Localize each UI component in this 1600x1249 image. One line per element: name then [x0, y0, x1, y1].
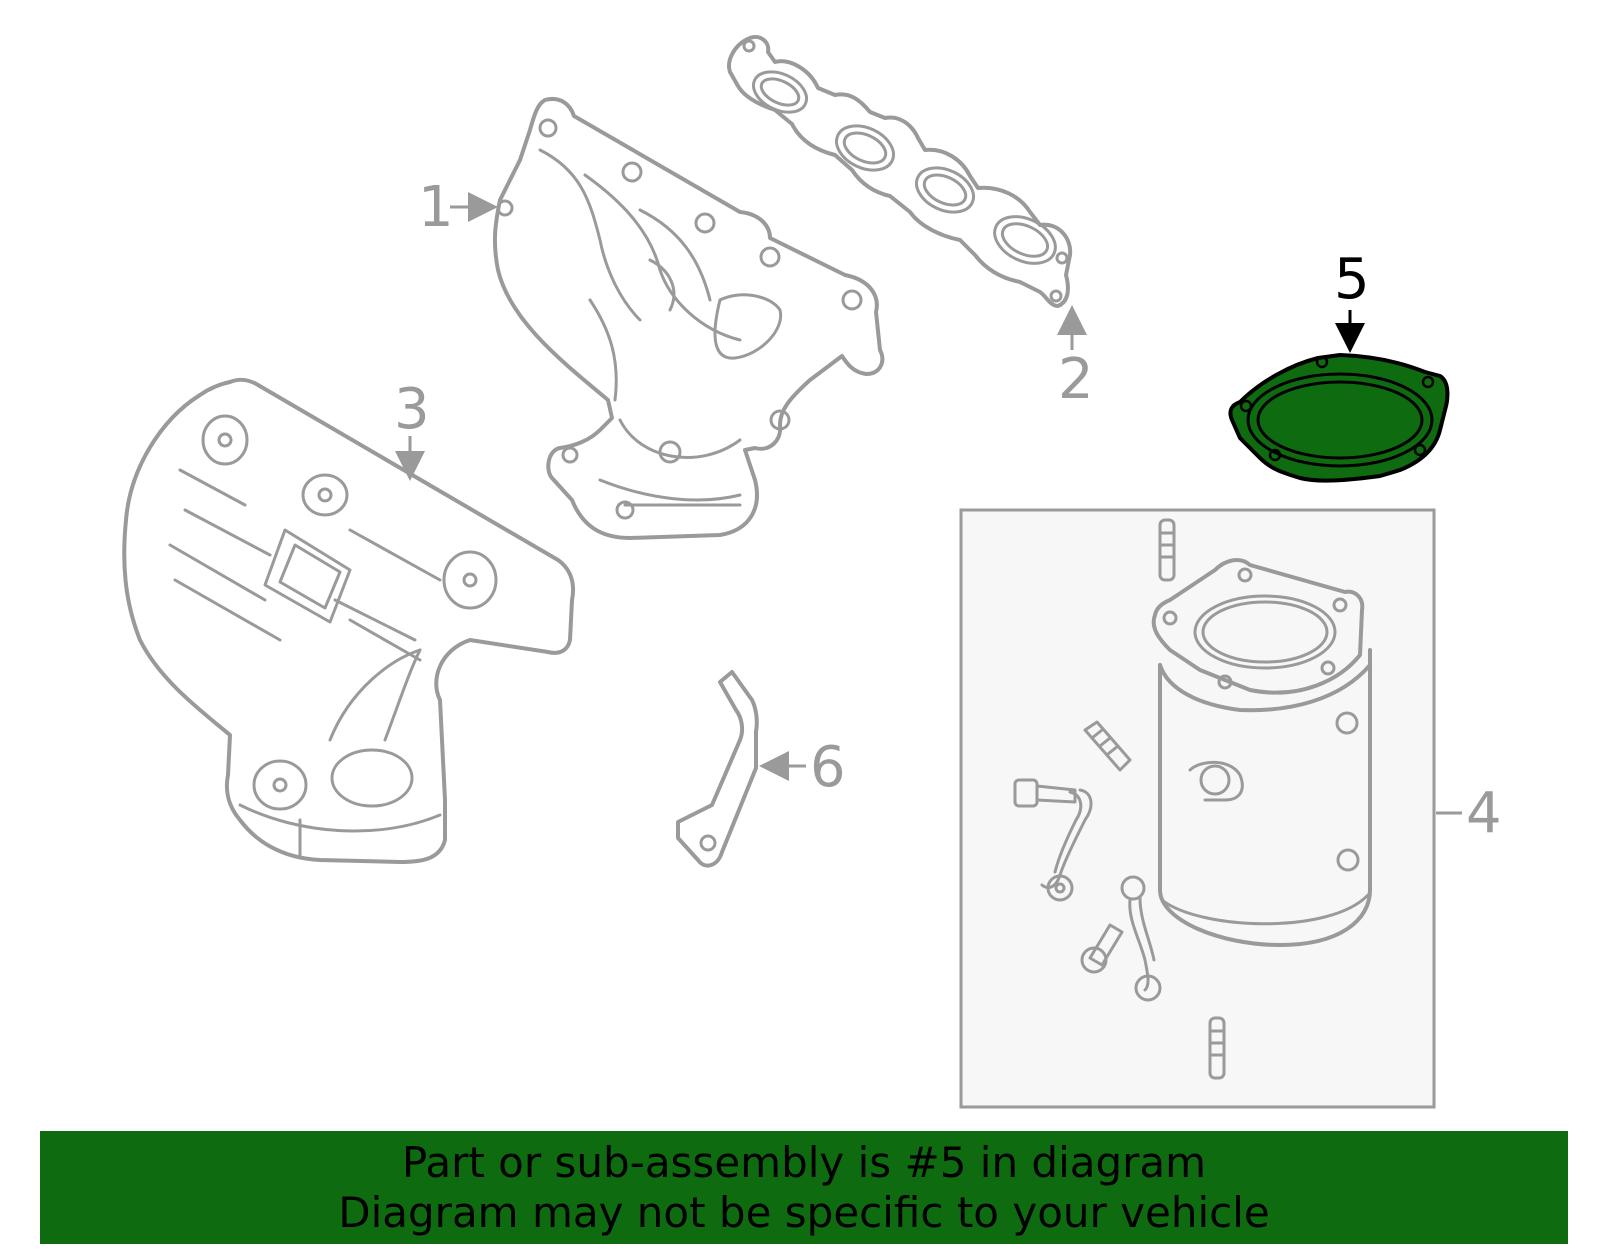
callout-6: 6	[810, 735, 846, 800]
info-banner: Part or sub-assembly is #5 in diagram Di…	[40, 1131, 1568, 1244]
part-2-manifold-gasket	[727, 35, 1073, 308]
callout-1: 1	[418, 175, 454, 240]
part-4-catalytic-converter	[1013, 518, 1372, 1080]
callout-3: 3	[394, 377, 430, 442]
part-3-heat-shield	[122, 377, 576, 864]
part-5-converter-gasket	[1228, 353, 1450, 483]
part-6-bracket	[676, 670, 759, 868]
callout-2: 2	[1058, 347, 1094, 412]
part-4-box	[959, 508, 1436, 1109]
banner-line-1: Part or sub-assembly is #5 in diagram	[401, 1137, 1207, 1187]
callout-5: 5	[1334, 247, 1370, 312]
banner-line-2: Diagram may not be specific to your vehi…	[338, 1187, 1270, 1237]
callout-4: 4	[1466, 781, 1502, 846]
part-1-exhaust-manifold	[492, 97, 885, 540]
